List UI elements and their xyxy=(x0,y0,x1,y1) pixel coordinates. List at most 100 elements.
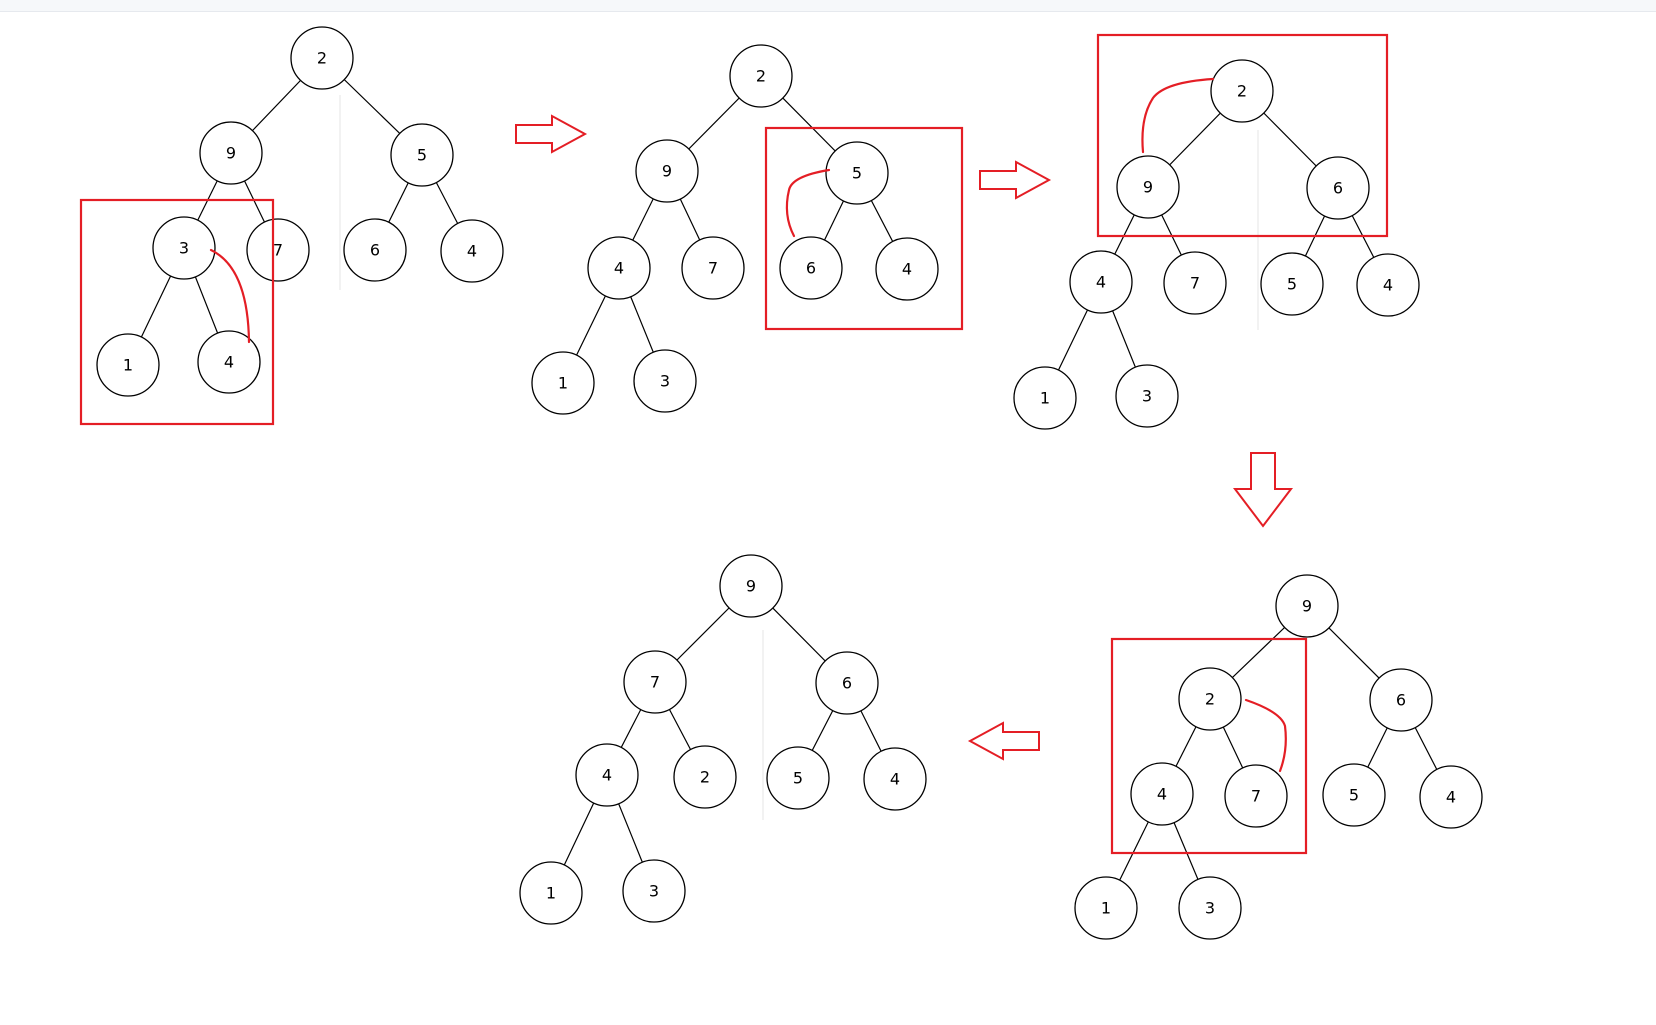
arrow-3-to-4-icon xyxy=(1232,452,1294,528)
step-4-tree: 9 2 6 4 7 5 4 1 3 xyxy=(1074,574,1483,940)
node-value: 9 xyxy=(746,577,756,596)
tree-node: 4 xyxy=(1069,250,1133,314)
node-value: 4 xyxy=(614,259,624,278)
node-value: 6 xyxy=(1333,179,1343,198)
tree-node: 5 xyxy=(1260,252,1324,316)
tree-node: 2 xyxy=(1178,667,1242,731)
tree-node: 2 xyxy=(729,44,793,108)
tree-node: 6 xyxy=(815,651,879,715)
tree-node: 2 xyxy=(290,26,354,90)
node-value: 4 xyxy=(1096,273,1106,292)
tree-node: 5 xyxy=(766,746,830,810)
tree-node: 1 xyxy=(1074,876,1138,940)
tree-node: 7 xyxy=(246,218,310,282)
node-value: 9 xyxy=(1302,597,1312,616)
node-value: 1 xyxy=(1101,899,1111,918)
tree-node: 7 xyxy=(1163,251,1227,315)
highlight-box xyxy=(1096,33,1389,238)
node-value: 4 xyxy=(602,766,612,785)
node-value: 3 xyxy=(649,882,659,901)
swap-indicator xyxy=(785,168,831,238)
tree-node: 4 xyxy=(575,743,639,807)
step-2-tree: 2 9 5 4 7 6 4 1 3 xyxy=(531,44,939,415)
tree-node: 4 xyxy=(587,236,651,300)
node-value: 1 xyxy=(123,356,133,375)
tree-node: 7 xyxy=(681,236,745,300)
tree-node: 5 xyxy=(1322,763,1386,827)
tree-node: 4 xyxy=(197,330,261,394)
node-value: 4 xyxy=(1446,788,1456,807)
node-value: 4 xyxy=(1383,276,1393,295)
node-value: 4 xyxy=(467,242,477,261)
node-value: 7 xyxy=(1251,787,1261,806)
tree-node: 4 xyxy=(1419,765,1483,829)
window-top-bar xyxy=(0,0,1656,12)
node-value: 5 xyxy=(1287,275,1297,294)
tree-node: 5 xyxy=(390,123,454,187)
node-value: 7 xyxy=(273,241,283,260)
node-value: 2 xyxy=(700,768,710,787)
tree-node: 3 xyxy=(152,216,216,280)
tree-node: 4 xyxy=(1356,253,1420,317)
tree-node: 9 xyxy=(1275,574,1339,638)
node-value: 6 xyxy=(370,241,380,260)
node-value: 4 xyxy=(1157,785,1167,804)
arrow-1-to-2-icon xyxy=(515,114,588,154)
tree-node: 1 xyxy=(519,861,583,925)
tree-node: 7 xyxy=(1224,764,1288,828)
node-value: 2 xyxy=(317,49,327,68)
tree-node: 6 xyxy=(779,236,843,300)
tree-node: 1 xyxy=(1013,366,1077,430)
node-value: 6 xyxy=(806,259,816,278)
node-value: 9 xyxy=(226,144,236,163)
node-value: 9 xyxy=(1143,178,1153,197)
arrow-2-to-3-icon xyxy=(979,160,1052,200)
node-value: 2 xyxy=(756,67,766,86)
node-value: 7 xyxy=(1190,274,1200,293)
node-value: 1 xyxy=(1040,389,1050,408)
node-value: 1 xyxy=(558,374,568,393)
node-value: 5 xyxy=(1349,786,1359,805)
node-value: 3 xyxy=(179,239,189,258)
tree-node: 6 xyxy=(1369,668,1433,732)
tree-node: 3 xyxy=(1178,876,1242,940)
node-value: 7 xyxy=(708,259,718,278)
node-value: 3 xyxy=(1205,899,1215,918)
node-value: 4 xyxy=(890,770,900,789)
tree-node: 6 xyxy=(1306,156,1370,220)
tree-node: 9 xyxy=(635,139,699,203)
node-value: 9 xyxy=(662,162,672,181)
tree-node: 5 xyxy=(825,141,889,205)
tree-node: 3 xyxy=(633,349,697,413)
node-value: 3 xyxy=(1142,387,1152,406)
node-value: 2 xyxy=(1205,690,1215,709)
swap-indicator xyxy=(1141,77,1215,154)
tree-node: 4 xyxy=(875,237,939,301)
tree-node: 3 xyxy=(1115,364,1179,428)
tree-node: 9 xyxy=(199,121,263,185)
tree-node: 3 xyxy=(622,859,686,923)
swap-indicator xyxy=(1244,698,1287,773)
tree-node: 4 xyxy=(440,219,504,283)
node-value: 5 xyxy=(793,769,803,788)
node-value: 4 xyxy=(224,353,234,372)
node-value: 5 xyxy=(417,146,427,165)
node-value: 5 xyxy=(852,164,862,183)
tree-node: 1 xyxy=(531,351,595,415)
node-value: 4 xyxy=(902,260,912,279)
tree-node: 1 xyxy=(96,333,160,397)
node-value: 3 xyxy=(660,372,670,391)
highlight-box xyxy=(1110,637,1308,855)
step-1-tree: 2 9 5 3 7 6 4 1 4 xyxy=(96,26,504,397)
highlight-box xyxy=(79,198,275,426)
swap-indicator xyxy=(209,248,251,344)
tree-node: 2 xyxy=(1210,59,1274,123)
node-value: 6 xyxy=(1396,691,1406,710)
tree-node: 9 xyxy=(719,554,783,618)
tree-node: 4 xyxy=(1130,762,1194,826)
tree-node: 2 xyxy=(673,745,737,809)
node-value: 2 xyxy=(1237,82,1247,101)
step-3-tree: 2 9 6 4 7 5 4 1 3 xyxy=(1013,59,1420,430)
node-value: 6 xyxy=(842,674,852,693)
